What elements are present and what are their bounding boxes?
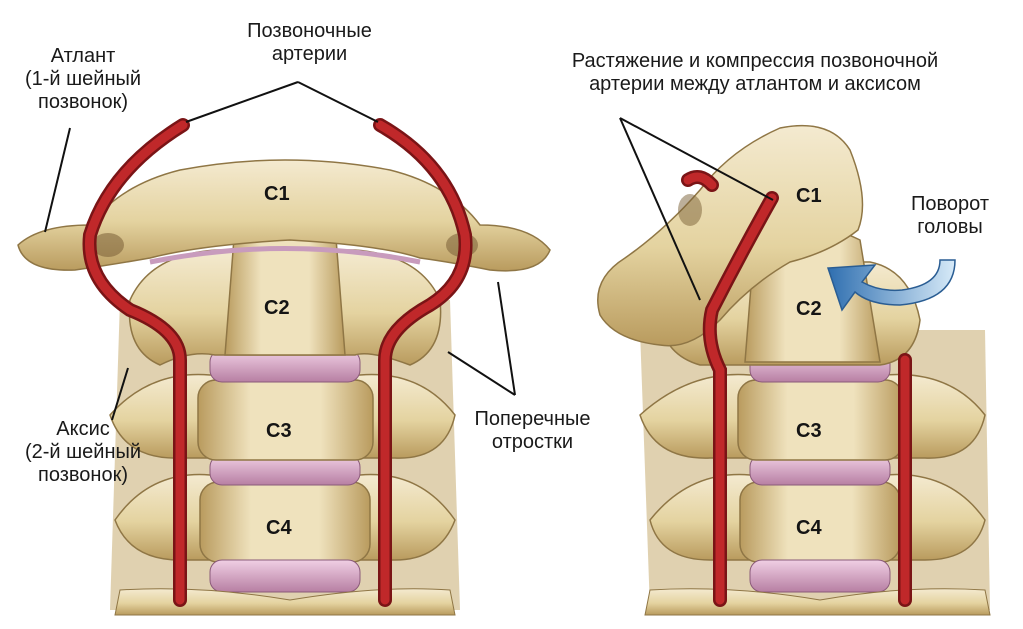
axis-label: Аксис (2-й шейный позвонок)	[8, 418, 158, 487]
left-c1-label: C1	[264, 183, 290, 205]
left-vertebral-arteries	[82, 118, 473, 607]
right-leader-lines	[619, 117, 774, 301]
transverse-label: Поперечные отростки	[455, 408, 610, 454]
arteries-label: Позвоночные артерии	[222, 20, 397, 66]
left-disc-c4	[209, 559, 361, 593]
axis-label-line2: (2-й шейный	[24, 441, 142, 463]
atlas-label-line3: позвонок)	[38, 91, 128, 113]
right-c4-label: C4	[796, 517, 822, 539]
left-spine	[17, 118, 551, 616]
rotation-label-line1: Поворот	[911, 193, 989, 215]
right-vertebral-artery	[681, 169, 912, 607]
right-c1-atlas	[597, 124, 864, 347]
left-c2-label: C2	[264, 297, 290, 319]
compression-label-line1: Растяжение и компрессия позвоночной	[571, 50, 939, 72]
rotation-arrow	[826, 259, 956, 312]
transverse-label-line1: Поперечные	[474, 408, 591, 430]
compression-label: Растяжение и компрессия позвоночной арте…	[515, 50, 995, 96]
left-c4-label: C4	[266, 517, 292, 539]
axis-label-line1: Аксис	[56, 418, 110, 440]
left-leader-lines	[44, 81, 516, 421]
arteries-label-line1: Позвоночные	[247, 20, 372, 42]
atlas-label: Атлант (1-й шейный позвонок)	[8, 45, 158, 114]
transverse-label-line2: отростки	[491, 431, 574, 453]
rotation-label-line2: головы	[917, 216, 983, 238]
left-c3-label: C3	[266, 420, 292, 442]
atlas-label-line2: (1-й шейный	[24, 68, 142, 90]
left-c4-vertebra	[114, 473, 456, 563]
compression-label-line2: артерии между атлантом и аксисом	[589, 73, 921, 95]
right-c3-vertebra	[639, 373, 986, 461]
left-c1-atlas	[17, 159, 551, 272]
right-c3-label: C3	[796, 420, 822, 442]
right-c1-label: C1	[796, 185, 822, 207]
axis-label-line3: позвонок)	[38, 464, 128, 486]
atlas-label-line1: Атлант	[50, 45, 116, 67]
left-c3-vertebra	[109, 373, 456, 461]
right-disc-c4	[749, 559, 891, 593]
right-spine	[597, 124, 991, 616]
arteries-label-line2: артерии	[271, 43, 348, 65]
rotation-label: Поворот головы	[895, 193, 1005, 239]
right-c2-label: C2	[796, 298, 822, 320]
